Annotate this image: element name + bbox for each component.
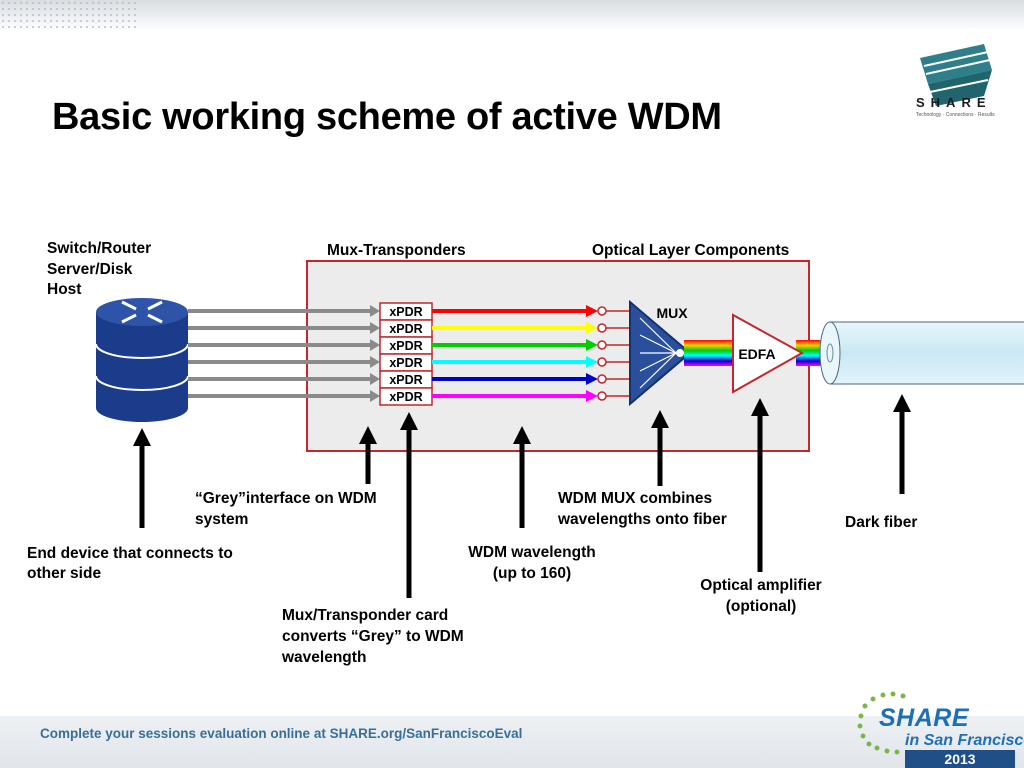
mux-port-connectors	[597, 306, 630, 401]
transponder-text-2: converts “Grey” to WDM	[282, 628, 464, 645]
wavelength-text-2: (up to 160)	[492, 565, 572, 582]
host-label-switch-router: Switch/Router	[47, 240, 152, 257]
edfa-amplifier-icon	[732, 313, 805, 394]
xpdr-label: xPDR	[389, 322, 422, 336]
mux-label: MUX	[656, 305, 688, 321]
grey-interface-text-1: “Grey”interface on WDM	[195, 490, 377, 507]
xpdr-label: xPDR	[389, 390, 422, 404]
mux-combines-text-2: wavelengths onto fiber	[558, 511, 727, 528]
amplifier-text-2: (optional)	[725, 598, 797, 615]
xpdr-label: xPDR	[389, 305, 422, 319]
mux-icon	[629, 299, 692, 407]
share-wordmark: SHARE	[916, 95, 992, 110]
footer-eval-text: Complete your sessions evaluation online…	[40, 726, 523, 741]
xpdr-label: xPDR	[389, 356, 422, 370]
end-device-text-2: other side	[27, 565, 102, 582]
mux-transponders-label: Mux-Transponders	[327, 242, 466, 259]
wavelength-lines	[432, 309, 588, 398]
transponder-text-1: Mux/Transponder card	[282, 607, 449, 624]
optical-layer-label: Optical Layer Components	[592, 242, 790, 259]
top-dot-grid	[0, 0, 140, 30]
share-event-city: in San Francisco	[905, 732, 1024, 749]
wavelength-arrowheads	[586, 305, 598, 402]
end-device-text-1: End device that connects to	[27, 545, 233, 562]
host-label-server-disk: Server/Disk	[47, 261, 133, 278]
footer-band	[0, 716, 1024, 768]
dark-fiber-icon	[819, 321, 1024, 385]
router-icon	[95, 298, 189, 422]
share-logo-icon	[920, 44, 992, 106]
share-tagline: Technology · Connections · Results	[916, 112, 995, 118]
xpdr-label: xPDR	[389, 373, 422, 387]
share-event-dots-icon	[857, 691, 906, 755]
grey-arrowheads	[370, 305, 380, 402]
top-band	[0, 0, 1024, 30]
xpdr-label: xPDR	[389, 339, 422, 353]
edfa-label: EDFA	[738, 346, 775, 362]
share-event-wordmark: SHARE	[879, 704, 970, 732]
host-label-host: Host	[47, 281, 82, 298]
mux-combines-text-1: WDM MUX combines	[558, 490, 713, 507]
share-event-year: 2013	[905, 750, 1015, 768]
wavelength-text-1: WDM wavelength	[468, 544, 596, 561]
amplifier-text-1: Optical amplifier	[700, 577, 822, 594]
slide-title: Basic working scheme of active WDM	[52, 96, 722, 138]
annotation-arrows	[139, 406, 905, 598]
grey-interface-lines	[188, 309, 372, 398]
annotation-arrowheads	[133, 394, 911, 446]
combined-beam	[684, 340, 734, 366]
dark-fiber-text: Dark fiber	[845, 514, 918, 531]
grey-interface-text-2: system	[195, 511, 249, 528]
transponder-text-3: wavelength	[282, 649, 367, 666]
